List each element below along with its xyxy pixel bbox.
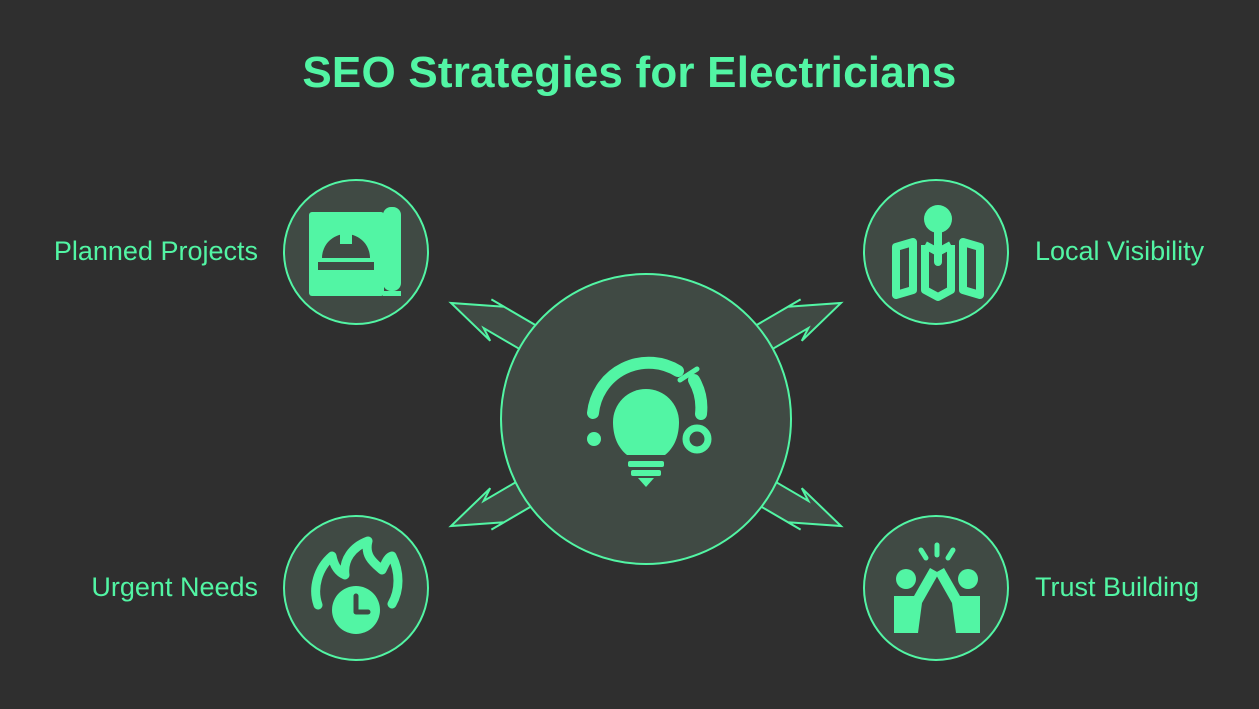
fire-clock-icon (311, 536, 403, 634)
label-trust-building: Trust Building (1035, 572, 1200, 602)
label-planned-projects: Planned Projects (53, 236, 258, 266)
map-pin-icon (892, 205, 984, 301)
diagram-title: SEO Strategies for Electricians (302, 48, 957, 97)
label-urgent-needs: Urgent Needs (91, 572, 258, 602)
construction-blueprint-icon (309, 207, 401, 296)
node-circle-trust-building (863, 515, 1009, 661)
lightbulb-idea-icon (587, 356, 712, 487)
high-five-icon (894, 542, 980, 633)
label-local-visibility: Local Visibility (1035, 236, 1205, 266)
